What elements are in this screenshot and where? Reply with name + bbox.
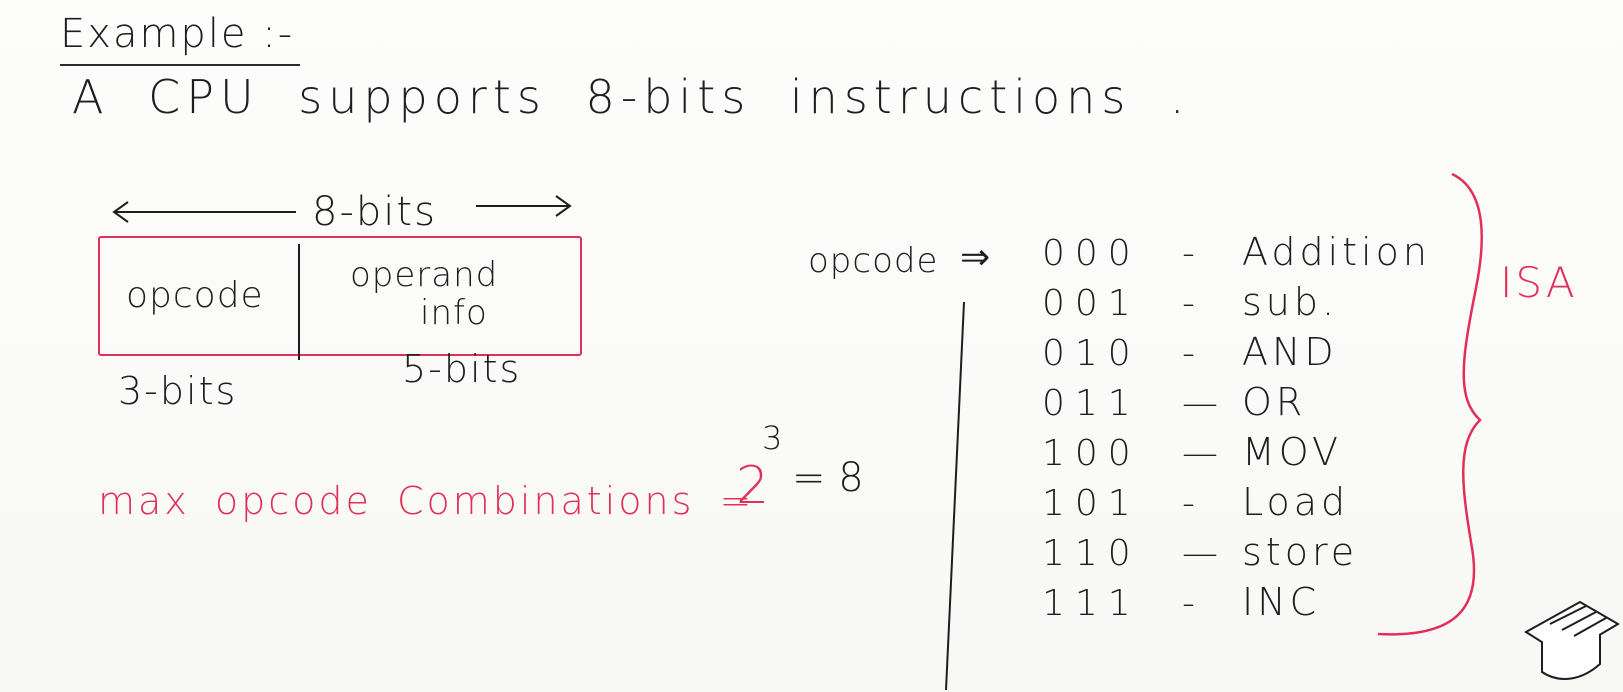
opcode-row: 010- AND	[1042, 330, 1338, 380]
row-dash: -	[1182, 583, 1195, 624]
opcode-code: 011	[1042, 383, 1141, 424]
total-bits-label: 8-bits	[312, 189, 437, 235]
power-exponent: 3	[762, 419, 783, 457]
opcode-code: 110	[1042, 533, 1141, 574]
opcode-table-heading: opcode	[808, 241, 939, 281]
opcode-code: 101	[1042, 483, 1141, 524]
opcode-row: 001- sub.	[1042, 280, 1338, 330]
opcode-code: 000	[1042, 233, 1141, 274]
row-dash: —	[1182, 383, 1218, 424]
power-base: 2	[736, 456, 770, 516]
instruction-name: Addition	[1242, 230, 1431, 274]
row-dash: -	[1182, 283, 1195, 324]
operand-field-label-line2: info	[420, 293, 488, 333]
opcode-row: 011 — OR	[1042, 380, 1306, 430]
combinations-result: = 8	[792, 455, 864, 501]
opcode-code: 111	[1042, 583, 1141, 624]
heading-underline	[60, 64, 300, 66]
opcode-bits-label: 3-bits	[118, 369, 238, 413]
row-dash: -	[1182, 333, 1195, 374]
instruction-name: Load	[1242, 480, 1350, 524]
row-dash: -	[1182, 233, 1195, 274]
instruction-format-box	[98, 236, 582, 356]
bit-width-arrow	[112, 195, 572, 223]
row-dash: —	[1182, 433, 1218, 474]
opcode-row: 100 — MOV	[1042, 430, 1342, 480]
instruction-name: AND	[1242, 330, 1338, 374]
opcode-field-label: opcode	[126, 275, 264, 316]
opcode-code: 001	[1042, 283, 1141, 324]
instruction-name: MOV	[1242, 430, 1343, 474]
instruction-name: INC	[1242, 580, 1321, 624]
operand-bits-label: 5-bits	[402, 347, 522, 391]
opcode-row: 000- Addition	[1042, 230, 1431, 280]
instruction-name: OR	[1242, 380, 1307, 424]
problem-statement: A CPU supports 8-bits instructions .	[72, 70, 1191, 124]
field-divider	[298, 244, 300, 360]
instruction-name: store	[1242, 530, 1359, 574]
opcode-code: 010	[1042, 333, 1141, 374]
opcode-row: 111- INC	[1042, 580, 1320, 630]
opcode-code: 100	[1042, 433, 1141, 474]
instruction-name: sub.	[1242, 280, 1339, 324]
example-heading: Example :-	[60, 11, 295, 57]
opcode-row: 110 — store	[1042, 530, 1358, 580]
row-dash: -	[1182, 483, 1195, 524]
operand-field-label: operand	[350, 255, 499, 295]
isa-brace	[1377, 172, 1484, 636]
implies-arrow: ⇒	[960, 237, 991, 278]
graduation-cap-icon	[1524, 600, 1620, 680]
isa-label: ISA	[1500, 258, 1578, 307]
vertical-separator	[945, 301, 965, 691]
row-dash: —	[1182, 533, 1218, 574]
opcode-row: 101- Load	[1042, 480, 1349, 530]
max-combinations-label: max opcode Combinations =	[98, 479, 755, 523]
